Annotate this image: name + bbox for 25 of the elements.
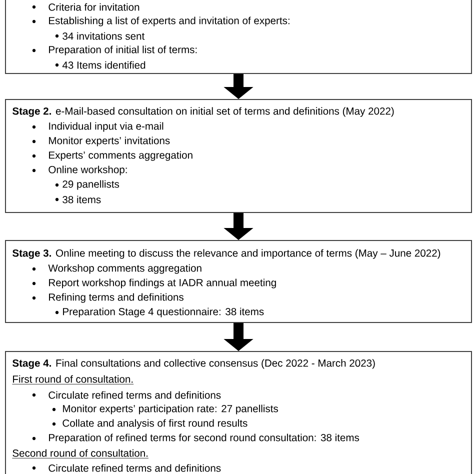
bullet-item: Preparation of refined terms for second round consultation: 38 items <box>32 434 360 444</box>
section-heading: Second round of consultation. <box>12 449 149 458</box>
bullet-item: Monitor experts’ participation rate: 27 panellists <box>52 404 278 414</box>
bullet-item: Preparation Stage 4 questionnaire: 38 items <box>55 308 264 318</box>
bullet-item: Experts’ comments aggregation <box>32 151 192 161</box>
bullet-item: Collate and analysis of first round results <box>52 419 248 429</box>
bullet-item: Refining terms and definitions <box>32 293 184 303</box>
bullet-item: Preparation of initial list of terms: <box>32 46 197 56</box>
bullet-item: Online workshop: <box>32 166 127 176</box>
bullet-item: Criteria for invitation <box>32 3 140 11</box>
heading-text: Stage 2. e-Mail-based consultation on initial set of terms and definitions (May 2022) <box>12 107 394 117</box>
bullet-item: Establishing a list of experts and invitation of experts: <box>32 16 290 26</box>
bullet-item: Workshop comments aggregation <box>32 264 202 274</box>
bullet-item: Circulate refined terms and definitions <box>32 464 221 472</box>
bullet-item: 34 invitations sent <box>55 32 145 40</box>
bullet-item: Individual input via e-mail <box>32 122 164 132</box>
bullet-item: Circulate refined terms and definitions <box>32 391 221 399</box>
bullet-item: 43 Items identified <box>55 61 146 69</box>
heading-text: Stage 3. Online meeting to discuss the relevance and importance of terms (May – June 2022) <box>12 249 440 259</box>
bullet-item: Report workshop findings at IADR annual meeting <box>32 278 276 288</box>
heading-text: Stage 4. Final consultations and collective consensus (Dec 2022 - March 2023) <box>12 359 375 369</box>
section-heading: First round of consultation. <box>12 375 134 384</box>
bullet-item: Monitor experts’ invitations <box>32 136 170 146</box>
bullet-item: 38 items <box>55 196 101 204</box>
bullet-item: 29 panellists <box>55 180 120 190</box>
